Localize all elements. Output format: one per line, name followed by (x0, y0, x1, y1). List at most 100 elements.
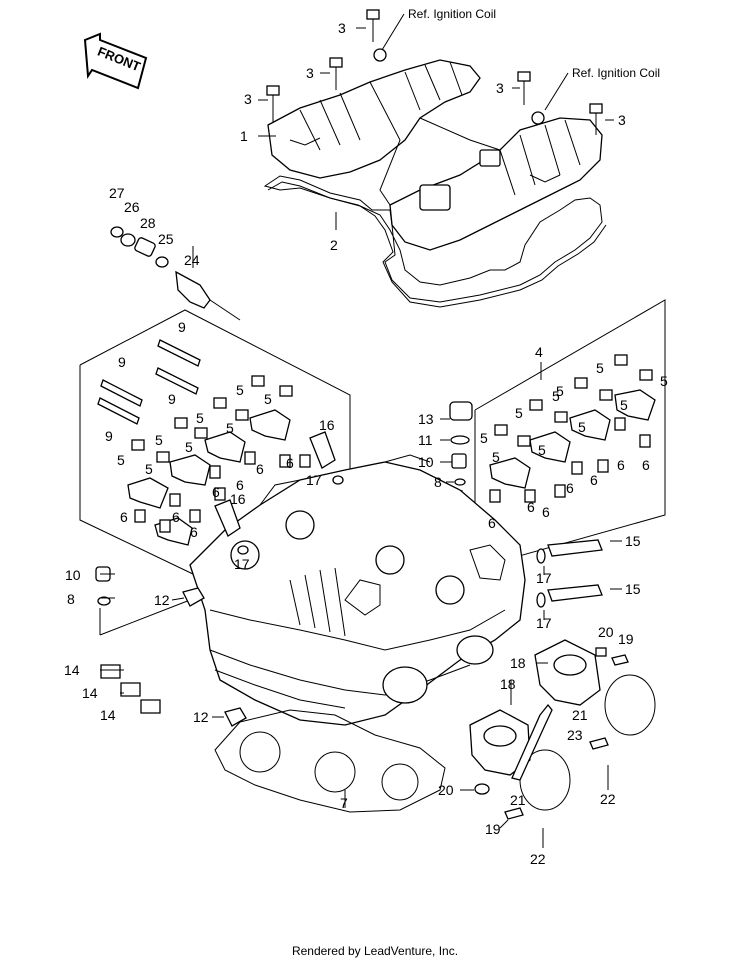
callout-15: 15 (625, 581, 641, 597)
callout-5: 5 (185, 439, 193, 455)
callout-5: 5 (196, 410, 204, 426)
callout-8: 8 (434, 474, 442, 490)
callout-6: 6 (236, 477, 244, 493)
callout-5: 5 (538, 442, 546, 458)
callout-5: 5 (480, 430, 488, 446)
leader-lines (100, 27, 622, 848)
callout-6: 6 (642, 457, 650, 473)
callout-5: 5 (515, 405, 523, 421)
callout-5: 5 (145, 461, 153, 477)
callout-5: 5 (620, 397, 628, 413)
callout-6: 6 (590, 472, 598, 488)
cylinder-head (189, 454, 526, 726)
callout-3: 3 (306, 65, 314, 81)
callout-4: 4 (535, 344, 543, 360)
callout-5: 5 (556, 383, 564, 399)
callout-7: 7 (340, 795, 348, 811)
rocker-caps-right (489, 354, 656, 503)
callout-22: 22 (600, 791, 616, 807)
callout-14: 14 (100, 707, 116, 723)
front-arrow-icon: FRONT (83, 32, 148, 90)
callout-5: 5 (236, 382, 244, 398)
callout-6: 6 (212, 484, 220, 500)
cylinder-head-cover (267, 59, 603, 251)
callout-6: 6 (256, 461, 264, 477)
callout-28: 28 (140, 215, 156, 231)
studs (97, 339, 201, 425)
callout-16: 16 (230, 491, 246, 507)
callout-5: 5 (155, 432, 163, 448)
callout-5: 5 (578, 419, 586, 435)
callout-3: 3 (618, 112, 626, 128)
callout-15: 15 (625, 533, 641, 549)
carburetor-holders (469, 639, 656, 820)
head-cover-gasket (263, 175, 607, 308)
callout-6: 6 (542, 504, 550, 520)
tacho-drive-parts (110, 226, 241, 321)
callout-5: 5 (264, 391, 272, 407)
callout-2: 2 (330, 237, 338, 253)
ref-ignition-coil-right: Ref. Ignition Coil (572, 66, 660, 80)
callout-6: 6 (617, 457, 625, 473)
callout-19: 19 (618, 631, 634, 647)
callout-23: 23 (567, 727, 583, 743)
left-small-parts (95, 566, 247, 727)
callout-6: 6 (120, 509, 128, 525)
callout-26: 26 (124, 199, 140, 215)
callout-9: 9 (168, 391, 176, 407)
callout-6: 6 (488, 515, 496, 531)
callout-6: 6 (286, 455, 294, 471)
callout-16: 16 (319, 417, 335, 433)
callout-12: 12 (193, 709, 209, 725)
callout-5: 5 (226, 420, 234, 436)
callout-21: 21 (510, 792, 526, 808)
callout-1: 1 (240, 128, 248, 144)
callout-18: 18 (500, 676, 516, 692)
right-bolts-15 (214, 431, 603, 608)
callout-5: 5 (552, 388, 560, 404)
callout-5: 5 (596, 360, 604, 376)
callout-9: 9 (105, 428, 113, 444)
callout-17: 17 (536, 615, 552, 631)
footer-credit: Rendered by LeadVenture, Inc. (291, 944, 459, 958)
callout-3: 3 (338, 20, 346, 36)
callout-24: 24 (184, 252, 200, 268)
center-cap-parts (449, 401, 473, 515)
callout-25: 25 (158, 231, 174, 247)
callout-10: 10 (418, 454, 434, 470)
callout-12: 12 (154, 592, 170, 608)
callout-5: 5 (660, 373, 668, 389)
callout-5: 5 (117, 452, 125, 468)
callout-6: 6 (172, 509, 180, 525)
callout-18: 18 (510, 655, 526, 671)
cover-bolts (266, 9, 603, 135)
callout-6: 6 (566, 480, 574, 496)
callout-19: 19 (485, 821, 501, 837)
callout-8: 8 (67, 591, 75, 607)
ref-ignition-coil-top: Ref. Ignition Coil (408, 7, 496, 21)
callout-labels: 3 3 3 3 3 1 2 27 26 28 25 24 9 9 9 9 4 5… (64, 20, 668, 867)
callout-27: 27 (109, 185, 125, 201)
callout-5: 5 (492, 449, 500, 465)
callout-3: 3 (244, 91, 252, 107)
callout-17: 17 (234, 556, 250, 572)
callout-13: 13 (418, 411, 434, 427)
callout-6: 6 (190, 524, 198, 540)
callout-3: 3 (496, 80, 504, 96)
callout-20: 20 (438, 782, 454, 798)
callout-9: 9 (118, 354, 126, 370)
callout-17: 17 (536, 570, 552, 586)
callout-10: 10 (65, 567, 81, 583)
callout-9: 9 (178, 319, 186, 335)
rocker-caps-left (127, 375, 311, 546)
callout-20: 20 (598, 624, 614, 640)
callout-11: 11 (418, 432, 433, 448)
callout-6: 6 (527, 499, 535, 515)
head-gasket (214, 709, 446, 813)
callout-17: 17 (306, 472, 322, 488)
callout-21: 21 (572, 707, 588, 723)
callout-14: 14 (64, 662, 80, 678)
callout-14: 14 (82, 685, 98, 701)
callout-22: 22 (530, 851, 546, 867)
